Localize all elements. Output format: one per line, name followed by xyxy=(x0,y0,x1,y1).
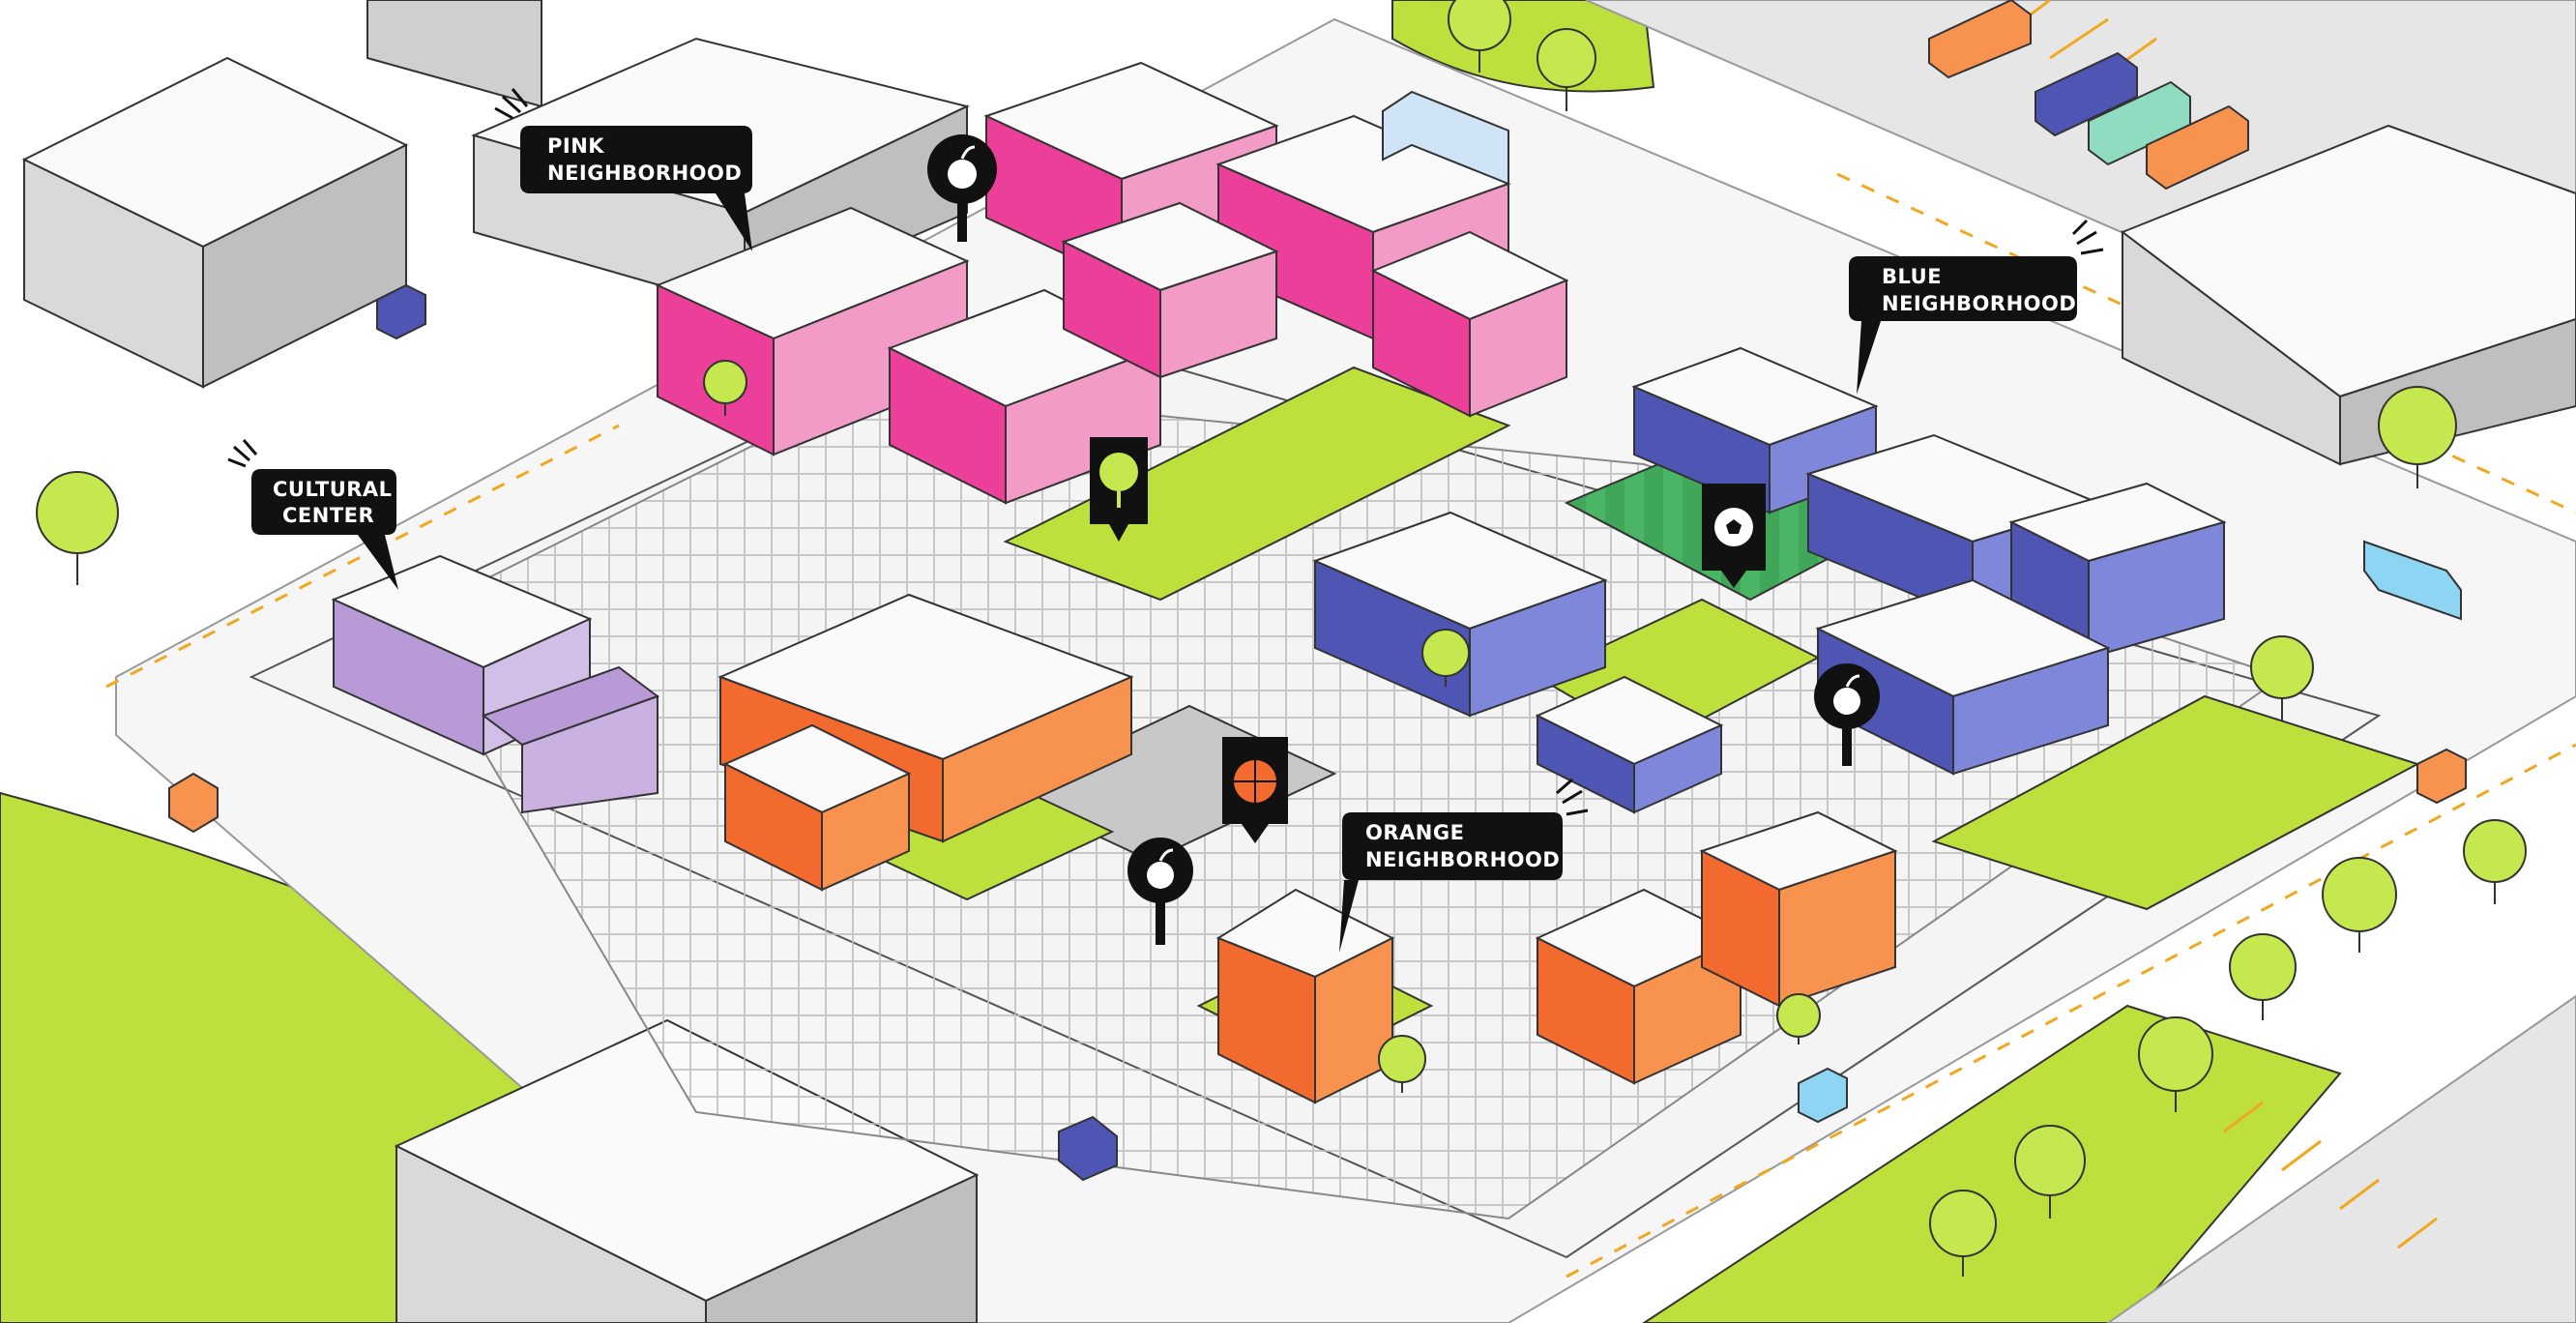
tree-icon xyxy=(36,471,119,585)
tree-icon xyxy=(1929,1190,1997,1277)
orange-block-3 xyxy=(1215,888,1395,1104)
tree-icon xyxy=(2463,819,2527,904)
tree-icon xyxy=(1776,993,1821,1044)
blue-block-4 xyxy=(2008,482,2227,660)
white-block-top-left xyxy=(21,56,409,389)
white-block-bottom-left xyxy=(394,1018,980,1323)
pink-neighborhood-buildings xyxy=(655,61,1569,505)
callout-line: ORANGE xyxy=(1365,821,1464,844)
callout-cultural-center: CULTURAL CENTER xyxy=(227,439,398,590)
vehicles xyxy=(168,0,2467,1182)
callout-orange-neighborhood: ORANGE NEIGHBORHOOD xyxy=(1339,778,1589,953)
tree-icon xyxy=(2014,1125,2086,1219)
car-icon xyxy=(376,283,426,340)
courtyard-pink xyxy=(1003,366,1511,602)
apple-marker-blue xyxy=(1814,663,1880,766)
callout-line: PINK xyxy=(547,134,604,158)
pink-block-5 xyxy=(1370,230,1569,418)
pink-block-6 xyxy=(1061,201,1279,379)
car-icon xyxy=(1058,1115,1118,1182)
callout-line: NEIGHBORHOOD xyxy=(1365,848,1560,871)
tree-icon xyxy=(2229,933,2297,1020)
callout-line: BLUE xyxy=(1882,265,1942,288)
truck-icon xyxy=(1382,90,1509,186)
basketball-marker xyxy=(1222,737,1288,843)
tree-icon xyxy=(1448,0,1511,73)
callout-line: NEIGHBORHOOD xyxy=(1882,292,2076,315)
tree-icon xyxy=(1099,453,1138,508)
orange-neighborhood-buildings xyxy=(717,593,1898,1104)
callout-pink-neighborhood: PINK NEIGHBORHOOD xyxy=(494,88,752,251)
orange-block-4 xyxy=(1535,888,1743,1085)
car-icon xyxy=(1798,1067,1848,1124)
blue-block-2 xyxy=(1312,511,1608,718)
tree-icon xyxy=(1378,1035,1426,1093)
cultural-center-building xyxy=(331,554,660,814)
tree-icon xyxy=(1537,28,1596,111)
car-icon xyxy=(2416,748,2467,805)
apple-icon xyxy=(1833,674,1860,715)
callout-line: CULTURAL xyxy=(273,478,393,501)
blue-block-1 xyxy=(1631,346,1879,514)
blue-block-5 xyxy=(1815,578,2111,776)
tree-icon xyxy=(1421,629,1470,687)
car-icon xyxy=(168,772,219,834)
callout-line: NEIGHBORHOOD xyxy=(547,162,742,185)
parking-lot-bottom-right xyxy=(2106,994,2576,1323)
bus-icon xyxy=(2363,540,2462,621)
bus-icon xyxy=(1928,0,2032,79)
basketball-icon xyxy=(1234,760,1276,803)
tree-icon xyxy=(2322,857,2397,953)
soccer-ball-icon xyxy=(1714,508,1753,546)
tree-icon xyxy=(2138,1016,2213,1112)
orange-block-2 xyxy=(722,723,912,892)
soccer-marker xyxy=(1702,484,1766,588)
tree-icon xyxy=(2378,386,2457,488)
blue-block-6 xyxy=(1535,675,1724,814)
callout-line: CENTER xyxy=(282,504,374,527)
bus-icon xyxy=(2034,51,2138,137)
apple-icon xyxy=(948,145,977,189)
tree-marker xyxy=(1090,437,1148,542)
blue-neighborhood-buildings xyxy=(1312,346,2227,814)
bus-icon xyxy=(2146,104,2249,191)
tree-icon xyxy=(2250,635,2314,720)
callout-blue-neighborhood: BLUE NEIGHBORHOOD xyxy=(1849,219,2104,395)
apple-marker-pink xyxy=(927,134,997,242)
apple-marker-orange xyxy=(1127,838,1193,945)
tree-icon xyxy=(703,360,747,416)
orange-block-5 xyxy=(1699,810,1898,1008)
trees xyxy=(36,0,2527,1277)
apple-icon xyxy=(1147,848,1174,889)
